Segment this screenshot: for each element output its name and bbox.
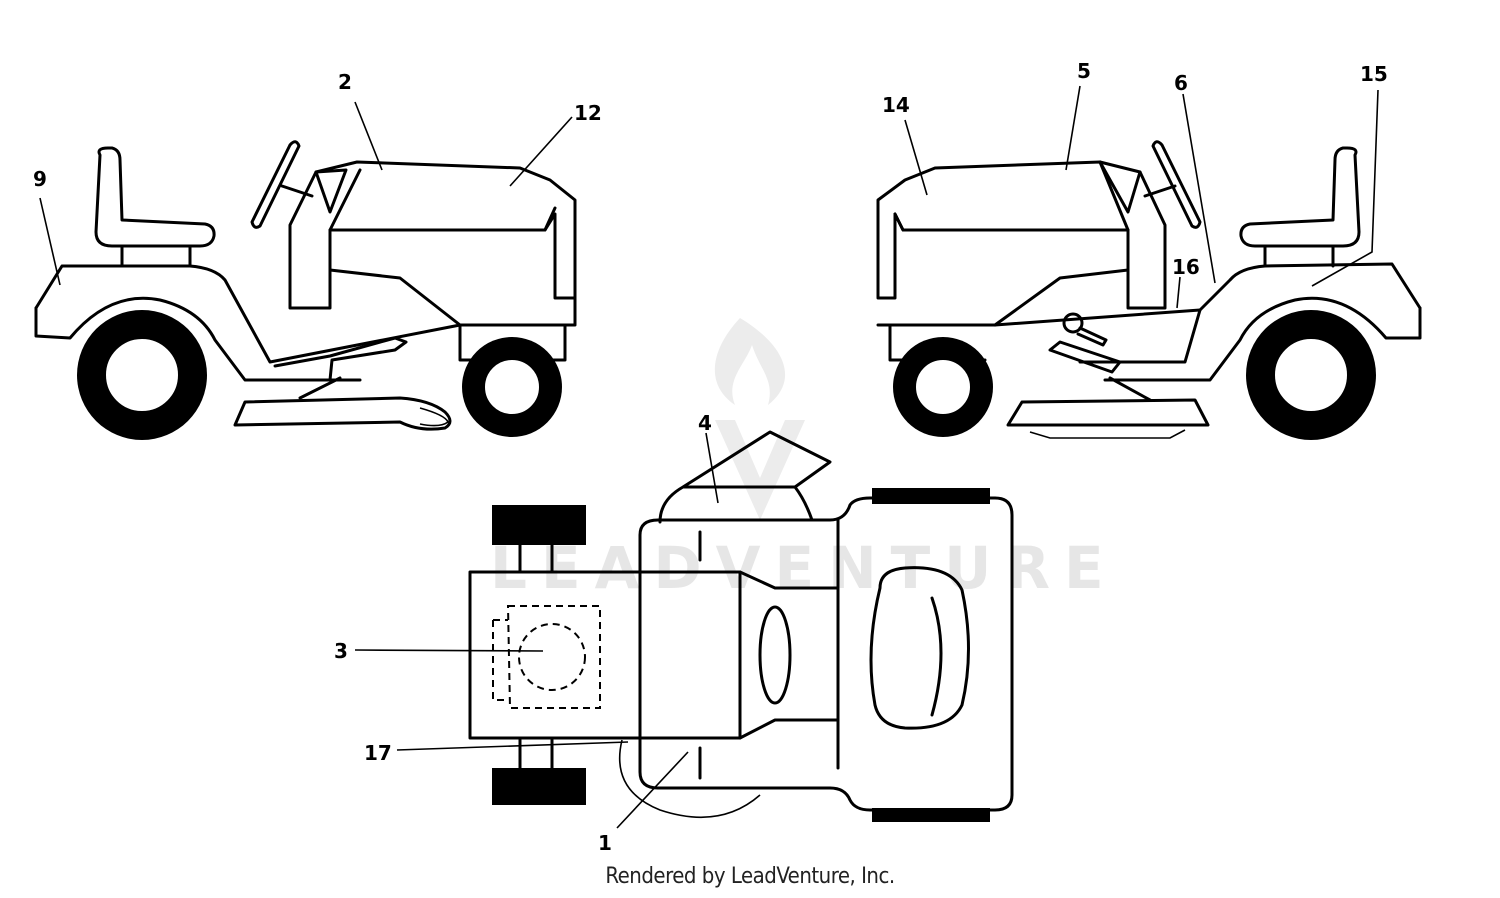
flame-watermark-icon (714, 318, 786, 405)
callout-12: 12 (574, 101, 602, 125)
rear-fender (1078, 262, 1422, 364)
leadventure-watermark: LEADVENTURE (490, 318, 1118, 602)
callout-1: 1 (598, 831, 612, 855)
callout-2: 2 (338, 70, 352, 94)
rear-left-tire (872, 488, 990, 504)
callout-17: 17 (364, 741, 392, 765)
rear-fender (34, 264, 577, 364)
watermark-text: LEADVENTURE (490, 534, 1118, 602)
lever-knob (1062, 312, 1084, 334)
hood (876, 160, 1167, 310)
callout-6: 6 (1174, 71, 1188, 95)
hood-top (468, 570, 742, 740)
footer-credit: Rendered by LeadVenture, Inc. (605, 864, 895, 889)
callout-4: 4 (698, 411, 712, 435)
left-side-view-tractor (34, 140, 577, 440)
seat (94, 146, 216, 248)
callout-leaders (39, 85, 1379, 829)
front-left-tire (492, 505, 586, 545)
front-right-tire (492, 768, 586, 805)
seat-top (869, 566, 970, 730)
mower-deck (233, 396, 452, 431)
mower-deck (1006, 398, 1210, 427)
callout-14: 14 (882, 93, 910, 117)
mower-deck-outline (618, 739, 761, 819)
callout-3: 3 (334, 639, 348, 663)
seat (1239, 146, 1361, 248)
hood (288, 160, 577, 310)
right-side-view-tractor (876, 140, 1422, 440)
callout-labels: 2 12 9 14 5 6 15 16 4 3 17 1 (33, 59, 1388, 855)
callout-9: 9 (33, 167, 47, 191)
v-watermark-icon (715, 420, 805, 520)
callout-5: 5 (1077, 59, 1091, 83)
callout-15: 15 (1360, 62, 1388, 86)
top-view-tractor (468, 430, 1014, 822)
steering-wheel (250, 140, 301, 229)
callout-16: 16 (1172, 255, 1200, 279)
steering-wheel (1151, 140, 1202, 229)
steering-wheel-top (758, 605, 792, 705)
discharge-chute (658, 430, 832, 524)
